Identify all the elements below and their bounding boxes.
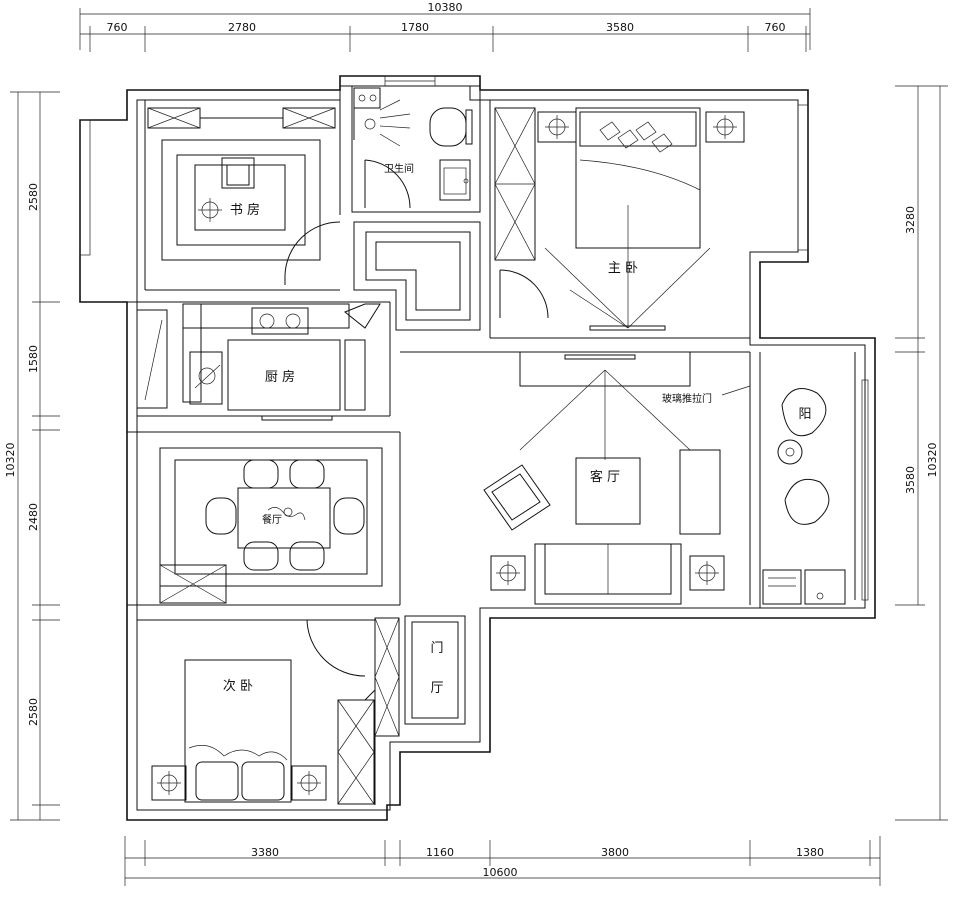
dim-left-seg-1: 2580 bbox=[27, 183, 40, 211]
bathroom: 卫生间 bbox=[351, 85, 481, 213]
master-bedroom: 主 卧 bbox=[489, 100, 750, 339]
dim-top-seg-4: 3580 bbox=[606, 21, 634, 34]
dim-right-seg-1: 3280 bbox=[904, 206, 917, 234]
label-balcony: 阳 bbox=[798, 407, 811, 422]
second-bedroom: 次 卧 bbox=[137, 619, 376, 805]
label-kitchen: 厨 房 bbox=[265, 369, 295, 385]
dim-left-seg-3: 2480 bbox=[27, 503, 40, 531]
label-study: 书 房 bbox=[230, 202, 260, 218]
top-dimension-chain: 10380 760 2780 1780 3580 760 bbox=[79, 1, 811, 52]
dim-bottom-seg-1: 3380 bbox=[251, 846, 279, 859]
label-dining: 餐厅 bbox=[262, 513, 282, 526]
dim-top-seg-2: 2780 bbox=[228, 21, 256, 34]
label-second-bedroom: 次 卧 bbox=[223, 678, 253, 694]
dim-top-seg-1: 760 bbox=[107, 21, 128, 34]
dim-bottom-total: 10600 bbox=[483, 866, 518, 879]
label-foyer-top: 门 bbox=[430, 641, 443, 656]
dim-right-seg-2: 3580 bbox=[904, 466, 917, 494]
label-living-room: 客 厅 bbox=[590, 469, 620, 485]
dim-top-seg-3: 1780 bbox=[401, 21, 429, 34]
label-bathroom: 卫生间 bbox=[384, 162, 414, 175]
living-room: 客 厅 玻璃推拉门 bbox=[400, 351, 751, 605]
dim-left-seg-2: 1580 bbox=[27, 345, 40, 373]
dim-bottom-seg-2: 1160 bbox=[426, 846, 454, 859]
dim-left-total: 10320 bbox=[4, 443, 17, 478]
dim-right-total: 10320 bbox=[926, 443, 939, 478]
kitchen: 厨 房 bbox=[127, 301, 391, 421]
hallway-storage bbox=[353, 221, 481, 331]
label-glass-door: 玻璃推拉门 bbox=[662, 392, 712, 405]
right-dimension-chain: 10320 3280 3580 bbox=[895, 85, 948, 821]
dim-bottom-seg-3: 3800 bbox=[601, 846, 629, 859]
dim-top-total: 10380 bbox=[428, 1, 463, 14]
foyer: 门 厅 bbox=[374, 615, 466, 737]
left-dimension-chain: 10320 2580 1580 2480 2580 bbox=[4, 91, 60, 821]
label-foyer-bottom: 厅 bbox=[430, 681, 443, 696]
dim-left-seg-4: 2580 bbox=[27, 698, 40, 726]
study-room: 书 房 bbox=[144, 100, 341, 291]
dim-top-seg-5: 760 bbox=[765, 21, 786, 34]
label-master-bedroom: 主 卧 bbox=[608, 261, 638, 276]
dining-room: 餐厅 bbox=[127, 431, 401, 606]
balcony: 阳 bbox=[759, 352, 869, 608]
bottom-dimension-chain: 3380 1160 3800 1380 10600 bbox=[124, 836, 881, 886]
dim-bottom-seg-4: 1380 bbox=[796, 846, 824, 859]
